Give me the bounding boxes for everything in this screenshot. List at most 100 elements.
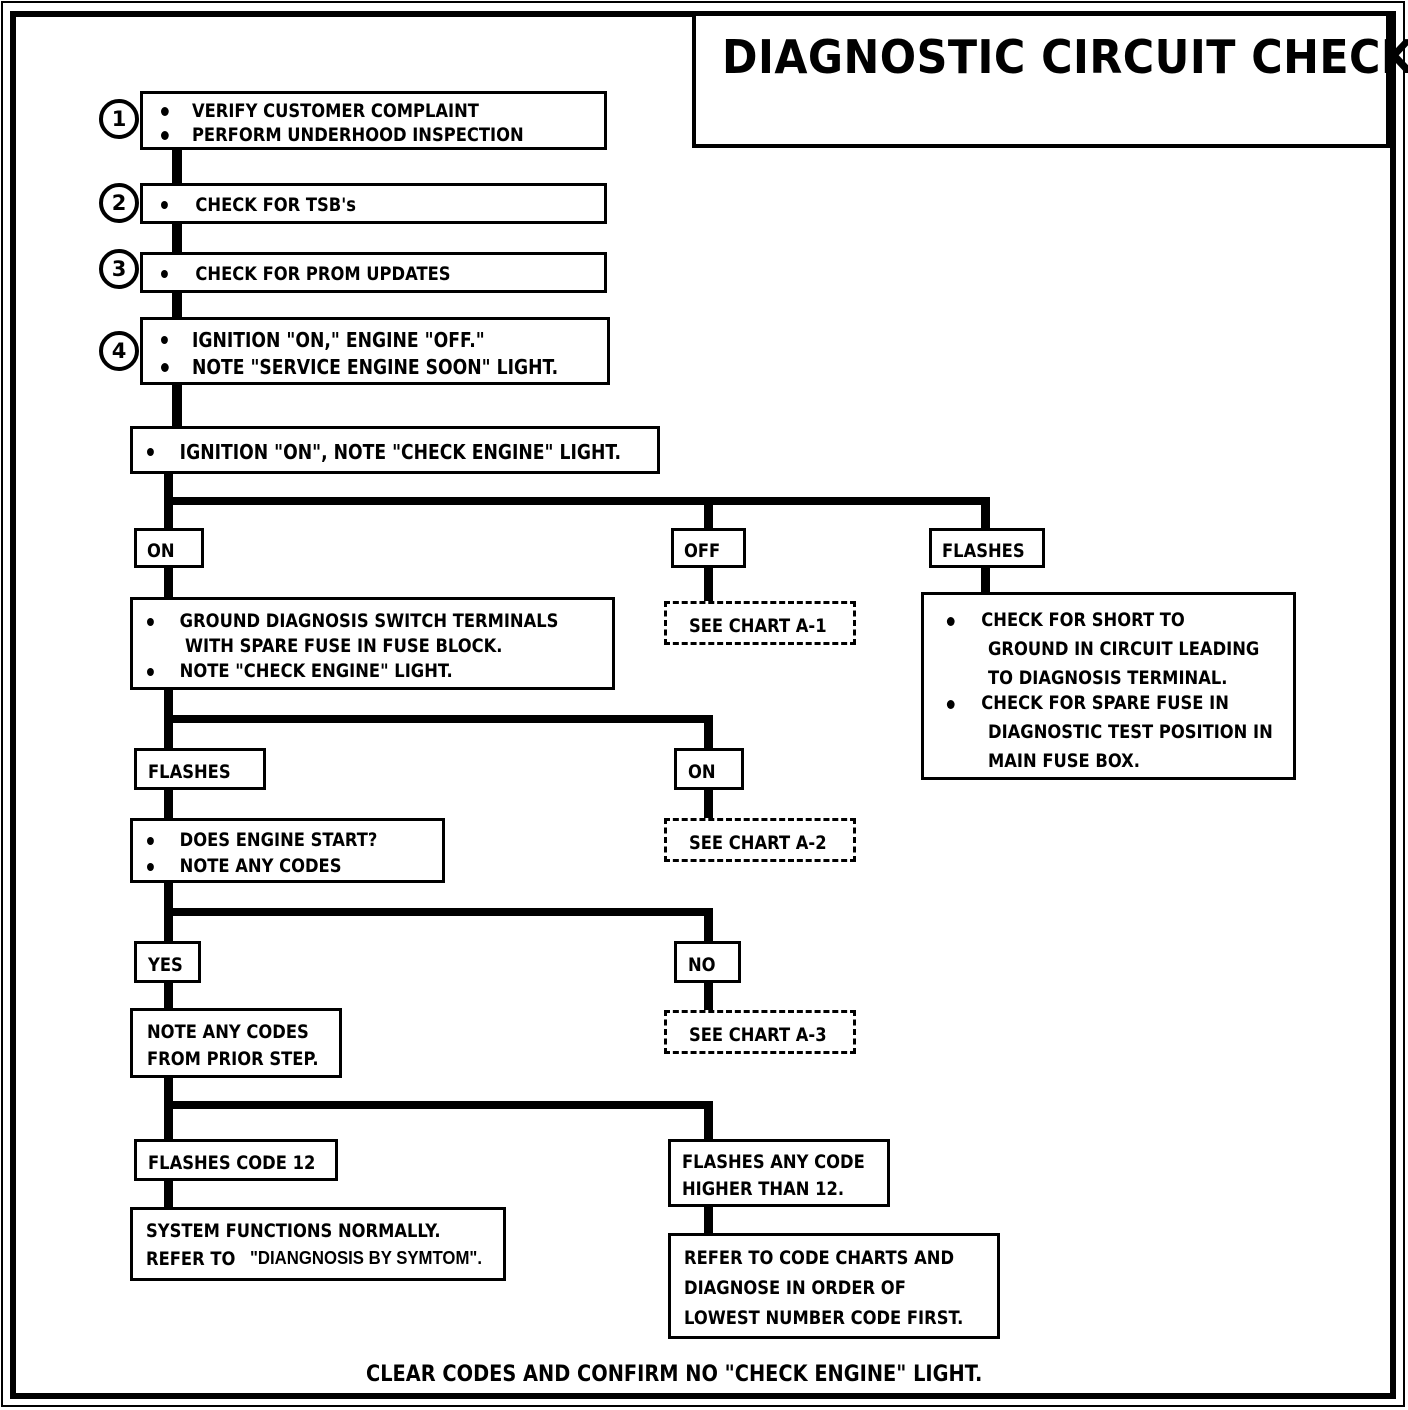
bullet-icon [161, 107, 169, 116]
connector-step2-step3 [172, 222, 182, 254]
short-to-ground-text-4: CHECK FOR SPARE FUSE IN [981, 692, 1229, 714]
connector-step3-step4 [172, 291, 182, 319]
short-to-ground-line-1: CHECK FOR SHORT TO [940, 609, 1237, 633]
short-to-ground-box: CHECK FOR SHORT TO GROUND IN CIRCUIT LEA… [921, 592, 1296, 780]
refer-code-charts-text-2: DIAGNOSE IN ORDER OF [684, 1277, 906, 1299]
connector-code12-to-system-normal [164, 1179, 173, 1209]
note-codes-prior-text-2: FROM PRIOR STEP. [147, 1048, 319, 1070]
step3-text-1: CHECK FOR PROM UPDATES [195, 263, 451, 285]
step-number-3: 3 [99, 249, 139, 289]
ground-diagnosis-box: GROUND DIAGNOSIS SWITCH TERMINALS WITH S… [130, 597, 615, 690]
note-codes-prior-text-1: NOTE ANY CODES [147, 1021, 309, 1043]
connector-bus1-off [704, 497, 713, 530]
see-chart-a2-text: SEE CHART A-2 [689, 832, 827, 854]
branch-bus-2 [164, 715, 713, 723]
branch-label-flashes: FLASHES [929, 528, 1045, 568]
see-chart-a1-text: SEE CHART A-1 [689, 615, 827, 637]
short-to-ground-text-2: GROUND IN CIRCUIT LEADING [988, 638, 1260, 660]
bullet-icon [161, 131, 169, 140]
branch3-label-no: NO [674, 941, 741, 983]
connector-off-to-chart-a1 [704, 566, 713, 602]
engine-start-line-2: NOTE ANY CODES [147, 855, 396, 879]
see-chart-a3-box: SEE CHART A-3 [664, 1010, 856, 1054]
branch2-label-flashes: FLASHES [134, 748, 266, 790]
branch-bus-4 [164, 1101, 713, 1109]
step3-line-1: CHECK FOR PROM UPDATES [161, 263, 531, 285]
step-box-4: IGNITION "ON," ENGINE "OFF." NOTE "SERVI… [140, 317, 610, 385]
step1-line-1: VERIFY CUSTOMER COMPLAINT [161, 100, 531, 122]
short-to-ground-text-1: CHECK FOR SHORT TO [981, 609, 1185, 631]
ignition-on-box: IGNITION "ON", NOTE "CHECK ENGINE" LIGHT… [130, 426, 660, 474]
short-to-ground-text-5: DIAGNOSTIC TEST POSITION IN [988, 721, 1273, 743]
branch2-label-on-text: ON [688, 761, 716, 783]
connector-bus4-higher [704, 1101, 713, 1139]
connector-step1-step2 [172, 148, 182, 184]
step4-line-2: NOTE "SERVICE ENGINE SOON" LIGHT. [161, 355, 558, 379]
connector-note-codes-down [164, 1076, 173, 1142]
connector-on-to-ground-box [164, 566, 173, 600]
step-box-1: VERIFY CUSTOMER COMPLAINT PERFORM UNDERH… [140, 91, 607, 150]
branch3-label-yes: YES [134, 941, 201, 983]
branch-label-flashes-text: FLASHES [942, 540, 1025, 562]
system-normal-box: SYSTEM FUNCTIONS NORMALLY. REFER TO "DIA… [130, 1207, 506, 1281]
engine-start-line-1: DOES ENGINE START? [147, 829, 396, 853]
bullet-icon [946, 700, 955, 709]
bullet-icon [161, 336, 168, 344]
title-box: DIAGNOSTIC CIRCUIT CHECK [692, 12, 1408, 148]
step4-line-1: IGNITION "ON," ENGINE "OFF." [161, 328, 539, 352]
system-normal-text-2-quote: "DIANGNOSIS BY SYMTOM". [249, 1248, 482, 1268]
connector-bus3-no [704, 908, 713, 943]
system-normal-text-1: SYSTEM FUNCTIONS NORMALLY. [146, 1220, 441, 1242]
ground-diagnosis-line-3: NOTE "CHECK ENGINE" LIGHT. [147, 660, 538, 684]
bullet-icon [147, 618, 154, 626]
ground-diagnosis-text-2: WITH SPARE FUSE IN FUSE BLOCK. [185, 635, 503, 657]
connector-bus2-on [704, 715, 713, 750]
flashes-higher-box: FLASHES ANY CODE HIGHER THAN 12. [668, 1139, 890, 1207]
flashes-code-12-box: FLASHES CODE 12 [134, 1139, 338, 1181]
engine-start-text-1: DOES ENGINE START? [179, 829, 378, 851]
see-chart-a1-box: SEE CHART A-1 [664, 601, 856, 645]
branch2-label-on: ON [674, 748, 744, 790]
step-number-4: 4 [99, 331, 139, 371]
step2-line-1: CHECK FOR TSB's [161, 194, 531, 216]
page-title: DIAGNOSTIC CIRCUIT CHECK [722, 30, 1408, 84]
connector-flashes-to-engine-start [164, 788, 173, 820]
system-normal-text-2-prefix: REFER TO [146, 1248, 236, 1270]
step2-text-1: CHECK FOR TSB's [195, 194, 356, 216]
ground-diagnosis-line-1: GROUND DIAGNOSIS SWITCH TERMINALS [147, 610, 558, 634]
step-number-2: 2 [99, 183, 139, 223]
step1-line-2: PERFORM UNDERHOOD INSPECTION [161, 124, 531, 146]
bullet-icon [147, 863, 154, 871]
note-codes-prior-box: NOTE ANY CODES FROM PRIOR STEP. [130, 1008, 342, 1078]
branch-label-on-text: ON [147, 540, 175, 562]
step4-text-2: NOTE "SERVICE ENGINE SOON" LIGHT. [191, 355, 559, 379]
connector-bus1-flashes [981, 497, 990, 530]
connector-no-to-chart-a3 [704, 981, 713, 1010]
see-chart-a2-box: SEE CHART A-2 [664, 818, 856, 862]
branch-bus-1 [164, 497, 990, 505]
engine-start-text-2: NOTE ANY CODES [179, 855, 342, 877]
ignition-on-text: IGNITION "ON", NOTE "CHECK ENGINE" LIGHT… [179, 440, 622, 464]
connector-flashes-to-short-box [981, 566, 990, 594]
branch-label-off: OFF [671, 528, 746, 568]
refer-code-charts-box: REFER TO CODE CHARTS AND DIAGNOSE IN ORD… [668, 1233, 1000, 1339]
flashes-higher-text-2: HIGHER THAN 12. [682, 1178, 845, 1200]
branch3-label-no-text: NO [688, 954, 716, 976]
engine-start-box: DOES ENGINE START? NOTE ANY CODES [130, 818, 445, 883]
flashes-higher-text-1: FLASHES ANY CODE [682, 1151, 865, 1173]
branch-bus-3 [164, 908, 713, 916]
branch3-label-yes-text: YES [148, 954, 183, 976]
bullet-icon [147, 837, 154, 845]
ground-diagnosis-text-1: GROUND DIAGNOSIS SWITCH TERMINALS [179, 610, 559, 632]
short-to-ground-text-6: MAIN FUSE BOX. [988, 750, 1140, 772]
short-to-ground-text-3: TO DIAGNOSIS TERMINAL. [988, 667, 1228, 689]
system-normal-line-2: REFER TO "DIANGNOSIS BY SYMTOM". [146, 1248, 499, 1270]
branch-label-on: ON [134, 528, 204, 568]
bullet-icon [147, 668, 154, 676]
branch2-label-flashes-text: FLASHES [148, 761, 231, 783]
short-to-ground-line-4: CHECK FOR SPARE FUSE IN [940, 692, 1237, 716]
bullet-icon [147, 448, 154, 456]
ignition-on-line: IGNITION "ON", NOTE "CHECK ENGINE" LIGHT… [147, 440, 621, 464]
